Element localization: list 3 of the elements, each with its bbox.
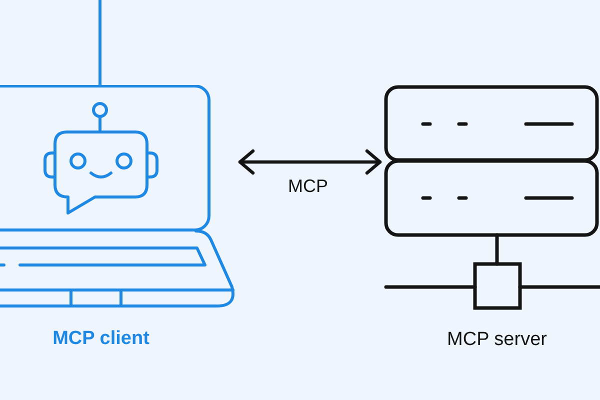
node-label: MCP client [52,327,150,351]
node-label: MCP server [447,328,547,352]
double-headed-arrow [238,149,382,175]
